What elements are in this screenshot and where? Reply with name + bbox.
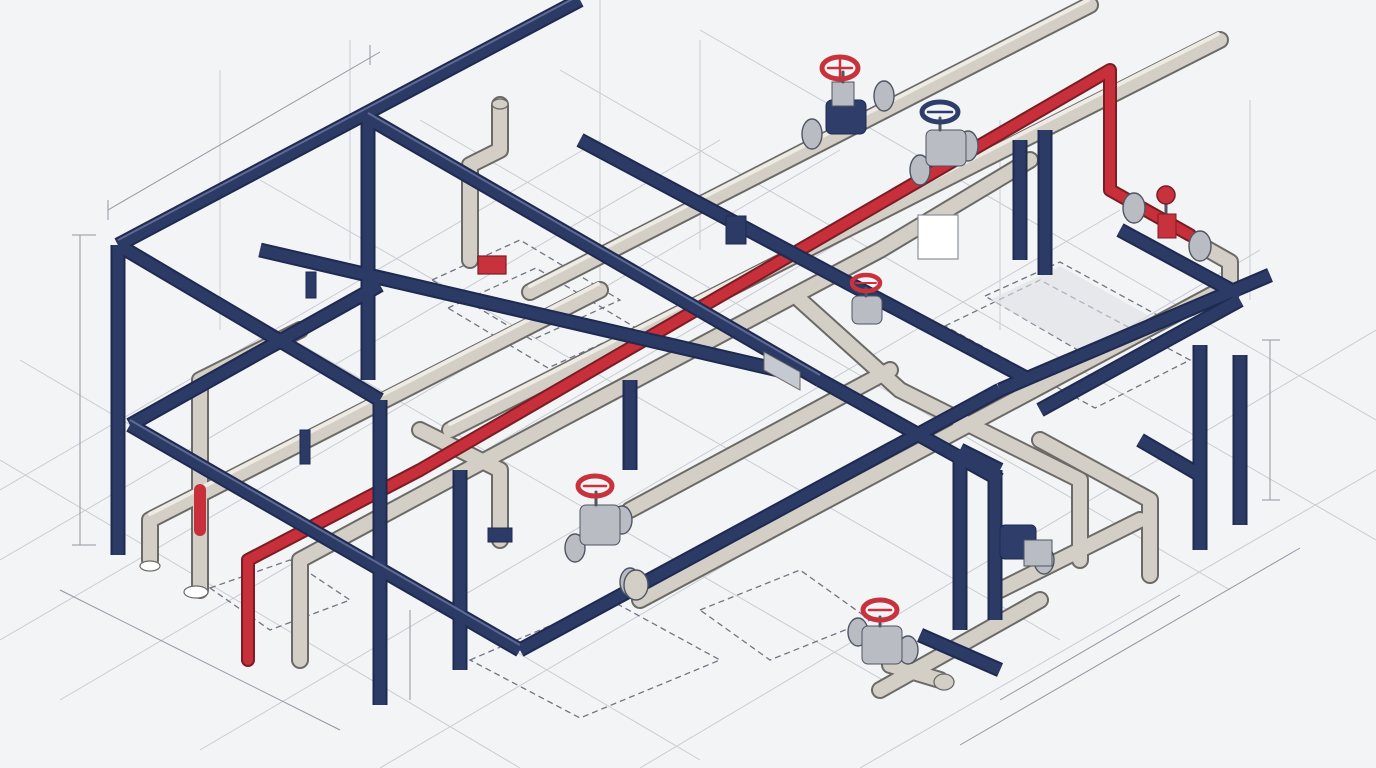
- gate-valve-icon: [575, 54, 1053, 665]
- beam-end-plate: [763, 351, 801, 391]
- pipe-elbow-joint: [623, 569, 649, 601]
- red-control-box: [477, 255, 507, 275]
- pipe-bracket-icon: [299, 215, 747, 543]
- pipe-floor-supports: [139, 560, 209, 599]
- pressure-gauge-icon: [1156, 185, 1177, 239]
- dimension-lines: [59, 45, 1301, 746]
- pipe-ends: [491, 98, 955, 691]
- junction-box: [917, 214, 959, 260]
- hot-water-pipe: [194, 63, 1197, 667]
- steel-frame: [110, 0, 1273, 705]
